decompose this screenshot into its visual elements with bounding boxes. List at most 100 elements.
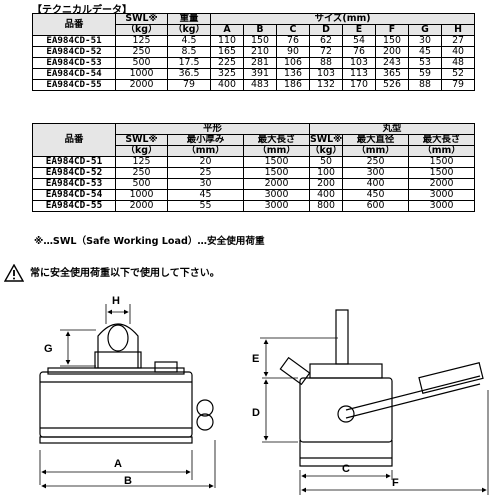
size-cell: 106: [276, 57, 310, 69]
size-cell: 281: [243, 57, 277, 69]
r-swl-cell: 400: [309, 189, 344, 201]
size-cell: 27: [440, 35, 476, 47]
size-cell: 103: [309, 68, 343, 80]
size-letter: D: [309, 24, 343, 36]
size-cell: 225: [210, 57, 244, 69]
f-len-cell: 2000: [242, 178, 311, 190]
r-len-cell: 3000: [408, 189, 476, 201]
f-swl-cell: 2000: [115, 200, 168, 212]
dim-label-b: B: [124, 475, 132, 487]
flat-min-thick-header: 最小厚み: [167, 134, 244, 146]
size-letter: F: [375, 24, 409, 36]
section-heading: 【テクニカルデータ】: [32, 5, 132, 16]
round-swl-header: SWL※: [309, 134, 344, 146]
size-cell: 365: [375, 68, 409, 80]
round-max-len-header: 最大長さ: [408, 134, 476, 146]
f-swl-cell: 250: [115, 167, 168, 179]
size-cell: 59: [408, 68, 442, 80]
model-cell: EA984CD-53: [32, 57, 116, 69]
model-cell: EA984CD-51: [32, 156, 116, 168]
r-dia-cell: 600: [342, 200, 410, 212]
col-size-header: サイズ(mm): [209, 13, 476, 25]
size-cell: 62: [309, 35, 343, 47]
dim-label-h: H: [112, 295, 120, 307]
side-view: [260, 309, 489, 495]
size-cell: 200: [375, 46, 409, 58]
size-letter: A: [210, 24, 244, 36]
col-swl-header: SWL※: [115, 13, 168, 25]
size-cell: 243: [375, 57, 409, 69]
f-len-cell: 3000: [242, 189, 311, 201]
model-cell: EA984CD-53: [32, 178, 116, 190]
size-cell: 88: [408, 79, 442, 91]
warning-triangle-icon: [4, 264, 24, 282]
size-cell: 150: [375, 35, 409, 47]
f-thick-cell: 45: [167, 189, 244, 201]
swl-cell: 500: [115, 57, 168, 69]
f-thick-cell: 30: [167, 178, 244, 190]
size-cell: 150: [243, 35, 277, 47]
size-letter: B: [243, 24, 277, 36]
f-thick-cell: 20: [167, 156, 244, 168]
size-cell: 48: [440, 57, 476, 69]
size-cell: 103: [342, 57, 376, 69]
size-cell: 132: [309, 79, 343, 91]
spec-table-capacity: 品番 平形 丸型 SWL※ 最小厚み 最大長さ SWL※ 最大直径 最大長さ （…: [32, 123, 476, 212]
group-round-header: 丸型: [309, 123, 476, 135]
dim-label-g: G: [44, 343, 53, 355]
r-len-cell: 2000: [408, 178, 476, 190]
swl-cell: 250: [115, 46, 168, 58]
model-cell: EA984CD-54: [32, 68, 116, 80]
r-len-cell: 1500: [408, 156, 476, 168]
col-weight-header: 重量: [167, 13, 211, 25]
f-thick-cell: 25: [167, 167, 244, 179]
r-dia-cell: 250: [342, 156, 410, 168]
front-view: [39, 304, 216, 489]
size-cell: 136: [276, 68, 310, 80]
f-swl-cell: 1000: [115, 189, 168, 201]
col-swl-unit: （kg）: [115, 24, 168, 36]
swl-cell: 125: [115, 35, 168, 47]
model-cell: EA984CD-55: [32, 200, 116, 212]
weight-cell: 17.5: [167, 57, 211, 69]
r-swl-cell: 50: [309, 156, 344, 168]
r-dia-cell: 300: [342, 167, 410, 179]
f-swl-cell: 125: [115, 156, 168, 168]
f-thick-cell: 55: [167, 200, 244, 212]
r-len-cell: 1500: [408, 167, 476, 179]
flat-thick-unit: （mm）: [167, 145, 244, 157]
size-letter: E: [342, 24, 376, 36]
size-cell: 90: [276, 46, 310, 58]
model-cell: EA984CD-55: [32, 79, 116, 91]
size-cell: 30: [408, 35, 442, 47]
weight-cell: 4.5: [167, 35, 211, 47]
flat-swl-header: SWL※: [115, 134, 168, 146]
size-cell: 526: [375, 79, 409, 91]
size-cell: 170: [342, 79, 376, 91]
r-swl-cell: 800: [309, 200, 344, 212]
r-dia-cell: 450: [342, 189, 410, 201]
flat-max-len-header: 最大長さ: [242, 134, 311, 146]
size-cell: 45: [408, 46, 442, 58]
size-letter: G: [408, 24, 442, 36]
model-cell: EA984CD-52: [32, 46, 116, 58]
f-len-cell: 3000: [242, 200, 311, 212]
model-cell: EA984CD-51: [32, 35, 116, 47]
flat-swl-unit: （kg）: [115, 145, 168, 157]
size-cell: 110: [210, 35, 244, 47]
size-letter: C: [276, 24, 310, 36]
col-weight-unit: （kg）: [167, 24, 211, 36]
round-swl-unit: （kg）: [309, 145, 344, 157]
size-cell: 113: [342, 68, 376, 80]
dim-label-e: E: [252, 353, 259, 365]
group-flat-header: 平形: [114, 123, 311, 135]
r-len-cell: 3000: [408, 200, 476, 212]
size-cell: 76: [276, 35, 310, 47]
size-cell: 76: [342, 46, 376, 58]
